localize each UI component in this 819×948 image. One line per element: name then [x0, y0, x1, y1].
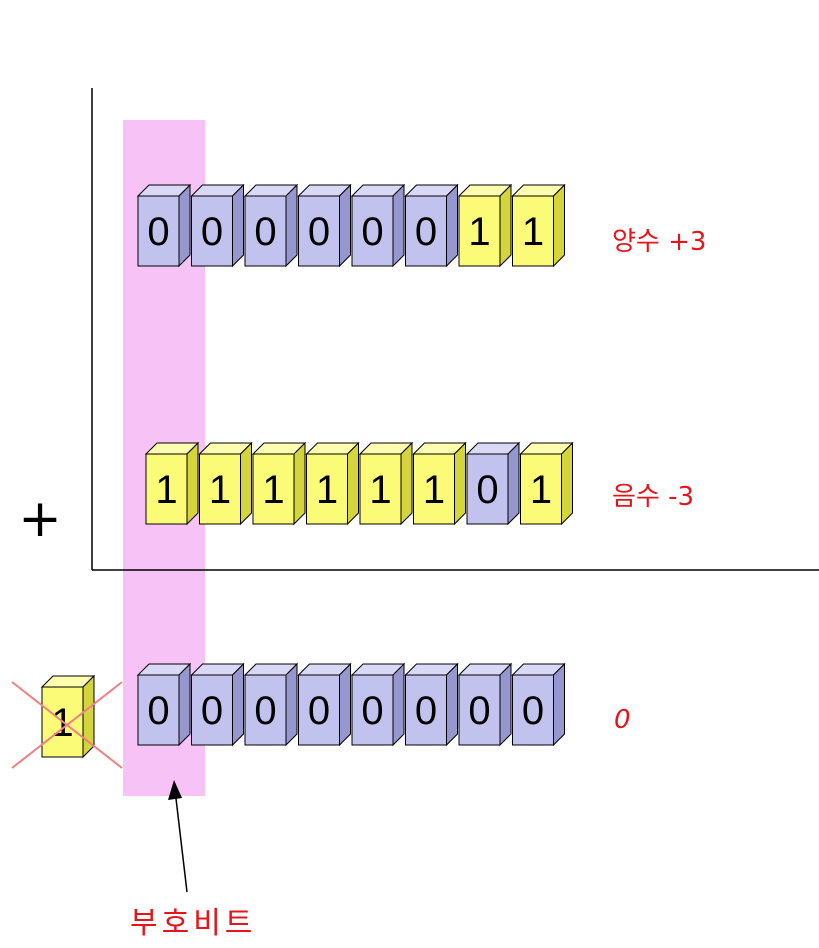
bit-digit: 0	[201, 689, 223, 733]
sign-bit-block: 1	[144, 441, 200, 526]
bit-block: 0	[404, 662, 459, 747]
bit-block: 0	[404, 183, 459, 268]
bit-digit: 0	[147, 689, 169, 733]
bit-digit: 0	[361, 689, 383, 733]
discarded-carry-bit: 1	[40, 674, 96, 759]
bit-digit: 1	[262, 468, 284, 512]
bit-digit: 0	[476, 468, 498, 512]
bit-digit: 0	[147, 210, 169, 254]
bit-block: 0	[297, 662, 352, 747]
bit-block: 0	[190, 183, 245, 268]
bit-block: 1	[519, 441, 574, 526]
bit-digit: 0	[308, 210, 330, 254]
bit-digit: 0	[415, 689, 437, 733]
sign-bit-arrow-head	[168, 780, 182, 800]
label-zero: 0	[614, 705, 631, 735]
bit-digit: 0	[308, 689, 330, 733]
bit-block: 0	[190, 662, 245, 747]
bit-digit: 0	[254, 689, 276, 733]
sign-bit-block: 0	[136, 662, 192, 747]
sign-bit-block: 0	[136, 183, 192, 268]
cross-line-2	[11, 681, 123, 769]
plus-sign: +	[18, 489, 62, 549]
sign-bit-label: 부호비트	[130, 906, 256, 941]
bit-digit: 1	[316, 468, 338, 512]
bit-block: 0	[511, 662, 566, 747]
bit-digit: 1	[209, 468, 231, 512]
bit-digit: 0	[201, 210, 223, 254]
bit-block: 1	[198, 441, 253, 526]
bit-digit: 0	[361, 210, 383, 254]
bit-block: 1	[251, 441, 307, 526]
bit-digit: 1	[468, 210, 490, 254]
bit-digit: 0	[254, 210, 276, 254]
bit-block: 0	[465, 441, 521, 526]
bit-digit: 1	[522, 210, 544, 254]
bit-digit: 0	[522, 689, 544, 733]
bit-digit: 1	[155, 468, 177, 512]
bit-block: 0	[457, 662, 513, 747]
bit-digit: 0	[415, 210, 437, 254]
bit-digit: 1	[423, 468, 445, 512]
bit-block: 0	[350, 662, 406, 747]
bit-digit: 1	[530, 468, 552, 512]
bit-block: 1	[457, 183, 513, 268]
bit-block: 1	[358, 441, 414, 526]
bit-block: 1	[305, 441, 360, 526]
bit-block: 0	[243, 662, 299, 747]
sign-bit-arrow-line	[174, 789, 188, 893]
bit-digit: 0	[468, 689, 490, 733]
bit-block: 0	[297, 183, 352, 268]
label-positive-three: 양수 +3	[612, 227, 706, 257]
bit-block: 1	[511, 183, 566, 268]
bit-block: 0	[350, 183, 406, 268]
label-negative-three: 음수 -3	[612, 482, 694, 512]
carry-bit-block: 1	[40, 674, 96, 759]
bit-digit: 1	[369, 468, 391, 512]
bit-block: 1	[412, 441, 467, 526]
bit-block: 0	[243, 183, 299, 268]
